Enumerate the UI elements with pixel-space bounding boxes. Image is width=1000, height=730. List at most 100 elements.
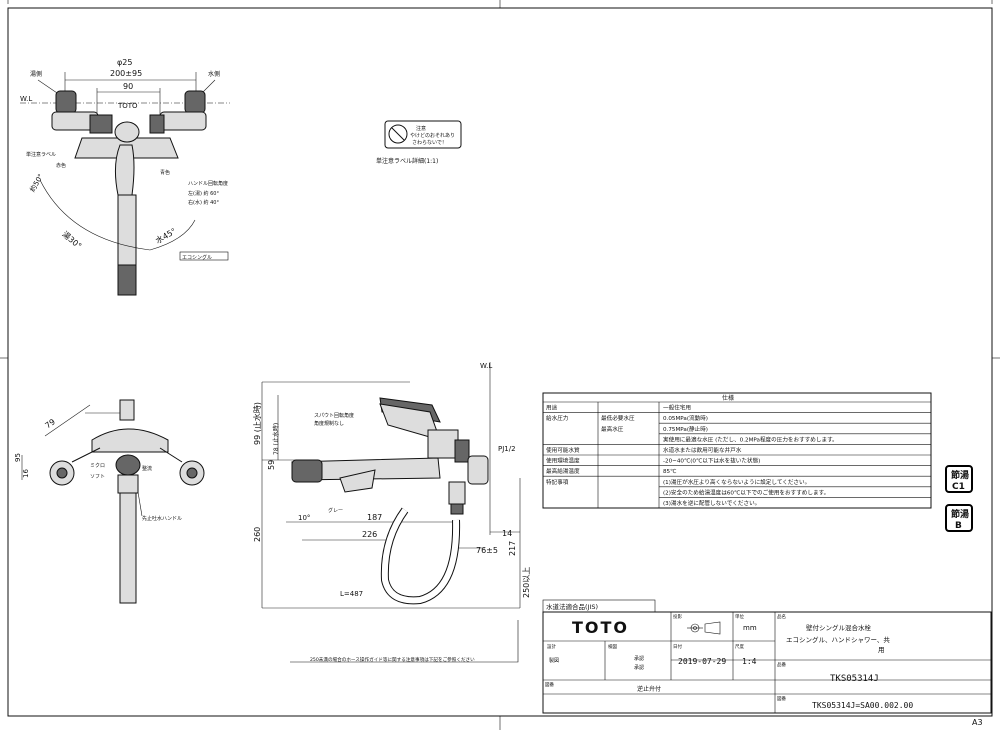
dim-226: 226 (362, 530, 377, 539)
spec-row-value: (2)安全のため給湯温度は60℃以下でのご使用をおすすめします。 (663, 488, 829, 496)
spec-row-label: 特記事項 (546, 478, 569, 486)
label-gray: グレー (328, 507, 343, 514)
label-cold-side: 水側 (208, 70, 220, 78)
caution-line1: 注意 (416, 125, 426, 132)
designer-label: 設計 (547, 643, 556, 650)
label-hot-side: 湯側 (30, 70, 42, 78)
angle-left: 約50° (28, 172, 46, 193)
label-red: 赤色 (56, 162, 66, 169)
approved-label: 承認 (634, 664, 644, 671)
stamp-c1: 節湯 C1 (945, 465, 973, 493)
label-soft: ソフト (90, 474, 105, 480)
spec-table: 仕様 (542, 392, 932, 509)
toto-logo: TOTO (572, 618, 629, 637)
angle-hot: 湯30° (60, 229, 83, 251)
spec-row-sublabel: 最高水圧 (601, 425, 624, 433)
model-label: 品番 (777, 661, 786, 668)
dim-16: 16 (22, 469, 30, 478)
dim-59: 59 (267, 460, 276, 470)
dim-260: 260 (253, 527, 262, 542)
brand-mark-top: TOTO (117, 102, 138, 110)
stamp-c1-bottom: C1 (952, 482, 965, 492)
label-caution-sticker: 単注意ラベル (26, 151, 56, 158)
spec-row-label: 用途 (546, 404, 558, 412)
top-view: 湯側 水側 φ25 200±95 90 W.L TOTO 単注意ラベル (20, 58, 230, 296)
spec-row-value: -20~40℃(0℃以下は水を抜いた状態) (663, 457, 760, 465)
projection-label: 投影 (673, 613, 682, 620)
unit-label: 単位 (735, 613, 744, 620)
spec-row-value: 水道水または飲用可能な井戸水 (663, 446, 742, 454)
eco-single-label: エコシングル (182, 254, 212, 261)
wl-label-top: W.L (20, 95, 32, 103)
dim-217: 217 (508, 541, 517, 556)
dim-79: 79 (43, 417, 57, 430)
spec-row-value: 85℃ (663, 468, 676, 475)
drawing-label-left: 図番 (545, 681, 554, 688)
hose-length: L=487 (340, 590, 363, 598)
note-spout-rotation: スパウト回転角度 (314, 412, 354, 419)
dim-90: 90 (123, 82, 133, 91)
dim-200-95: 200±95 (110, 69, 142, 78)
model-number: TKS05314J (830, 674, 879, 684)
caution-line2: やけどのおそれあり (410, 132, 455, 139)
label-jet: 整流 (142, 465, 152, 472)
spec-row-label: 給水圧力 (546, 414, 569, 422)
spec-row-value: 実使用に最適な水圧 (ただし、0.2MPa程度の圧力をおすすめします。 (663, 435, 838, 443)
product-name-3: 用 (878, 646, 885, 654)
faucet-side-body (291, 397, 489, 605)
spec-row-sublabel: 最低必要水圧 (601, 414, 635, 422)
dim-14: 14 (502, 529, 512, 538)
handle-angle-title: ハンドル回転角度 (188, 180, 228, 187)
unit-value: mm (743, 624, 757, 632)
dim-phi25: φ25 (117, 58, 132, 67)
dim-95: 95 (14, 453, 22, 462)
note-spout-no-limit: 角度規制なし (314, 420, 344, 427)
drawn-label: 製図 (549, 657, 559, 664)
drawing-label: 図番 (777, 695, 786, 702)
spec-header: 仕様 (722, 394, 734, 402)
drawing-number: TKS05314J=SA00.002.00 (812, 701, 913, 710)
stamp-b-top: 節湯 (950, 508, 969, 520)
stamp-c1-top: 節湯 (950, 469, 969, 481)
jis-label: 水道法適合品(JIS) (546, 602, 598, 611)
date-value: 2019-07-29 (678, 657, 726, 666)
handle-angle-hot: 左(湯) 約 60° (188, 190, 219, 197)
dim-78: 78 (止水時) (272, 423, 280, 455)
product-name-2: エコシングル、ハンドシャワー、共 (786, 635, 890, 644)
caution-line3: さわらないで！ (412, 139, 447, 146)
spec-row-label: 使用可能水質 (546, 446, 580, 454)
spec-row-value: 一般住宅用 (663, 404, 691, 412)
scale-label: 尺度 (735, 643, 744, 650)
stamp-b: 節湯 B (945, 504, 973, 532)
date-label: 日付 (673, 643, 682, 650)
label-blue: 青色 (160, 169, 170, 176)
checked-label: 検図 (608, 643, 617, 650)
spec-row-value: 0.05MPa(流動時) (663, 414, 708, 422)
spec-row-value: (3)湯水を逆に配管しないでください。 (663, 499, 760, 507)
dim-187: 187 (367, 513, 382, 522)
no-touch-icon (388, 124, 408, 144)
handle-angle-cold: 右(水) 約 40° (188, 199, 219, 206)
side-view: 99 (止水時) 78 (止水時) スパウト回転角度 角度規制なし 59 260… (252, 362, 531, 663)
approver-label: 承認 (634, 655, 644, 662)
product-label: 品名 (777, 613, 786, 620)
title-block: 水道法適合品(JIS) TOTO 投影 単位 mm 設計 製図 検図 承認 承認… (542, 599, 992, 714)
spec-row-value: 0.75MPa(静止時) (663, 425, 708, 433)
dim-76: 76±5 (476, 546, 498, 555)
sheet-border (7, 7, 993, 717)
sheet-size: A3 (972, 718, 983, 727)
dim-250: 250以上 (522, 567, 531, 598)
spec-row-value: (1)湯圧が水圧より高くならないように設定してください。 (663, 478, 810, 486)
label-stop-handle: 先止吐水ハンドル (142, 515, 182, 522)
caution-label-detail: 注意 やけどのおそれあり さわらないで！ 単注意ラベル詳細(1:1) (376, 120, 462, 165)
front-view: 79 95 16 ミクロ ソフト 整流 先止吐水ハンドル (14, 399, 205, 604)
wl-label-side: W.L (480, 362, 492, 370)
stamp-b-bottom: B (955, 521, 962, 531)
angle-cold: 水45° (154, 226, 178, 246)
faucet-top-body: TOTO (51, 90, 207, 296)
scale-value: 1:4 (742, 657, 757, 666)
check-valve-note: 逆止弁付 (637, 685, 661, 693)
